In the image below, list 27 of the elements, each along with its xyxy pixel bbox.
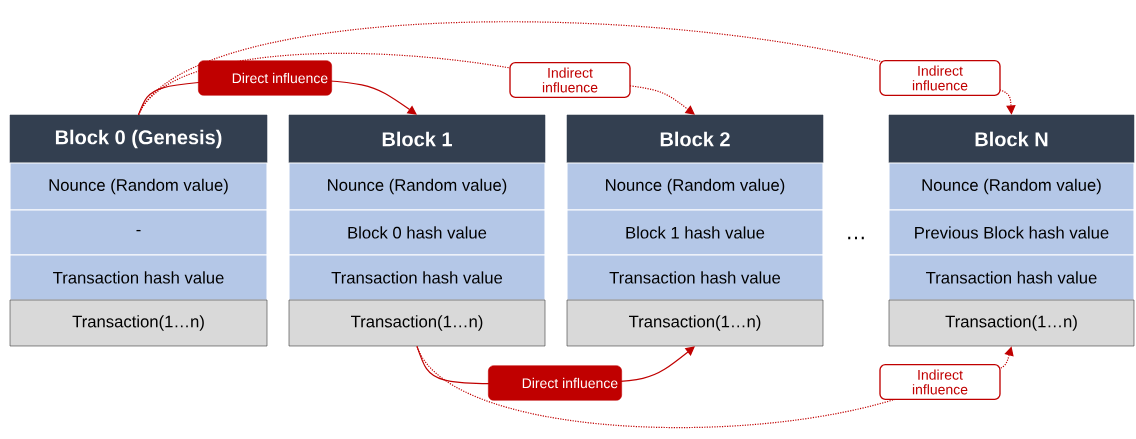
transaction-row: Transaction(1…n) [9,299,268,347]
field-row: Transaction hash value [888,254,1135,301]
field-row: Block 1 hash value [566,209,824,256]
edge-label: Direct influence [198,60,332,96]
transaction-row: Transaction(1…n) [888,299,1135,347]
field-row: - [9,209,268,256]
field-row: Transaction hash value [566,254,824,301]
field-row: Nounce (Random value) [288,162,546,211]
edge-label: Indirect influence [509,62,631,98]
edge-label: Indirect influence [879,60,1001,96]
field-row: Nounce (Random value) [888,162,1135,211]
block-header: Block N [888,114,1135,164]
field-row: Previous Block hash value [888,209,1135,256]
block-header: Block 0 (Genesis) [9,114,268,164]
transaction-row: Transaction(1…n) [566,299,824,347]
edge-label: Indirect influence [879,364,1001,400]
block-header: Block 1 [288,114,546,164]
ellipsis: … [848,236,864,240]
transaction-row: Transaction(1…n) [288,299,546,347]
arrow [137,21,1016,116]
field-row: Block 0 hash value [288,209,546,256]
edge-label: Direct influence [488,365,622,401]
field-row: Nounce (Random value) [9,162,268,211]
field-row: Transaction hash value [9,254,268,301]
block-header: Block 2 [566,114,824,164]
field-row: Nounce (Random value) [566,162,824,211]
field-row: Transaction hash value [288,254,546,301]
